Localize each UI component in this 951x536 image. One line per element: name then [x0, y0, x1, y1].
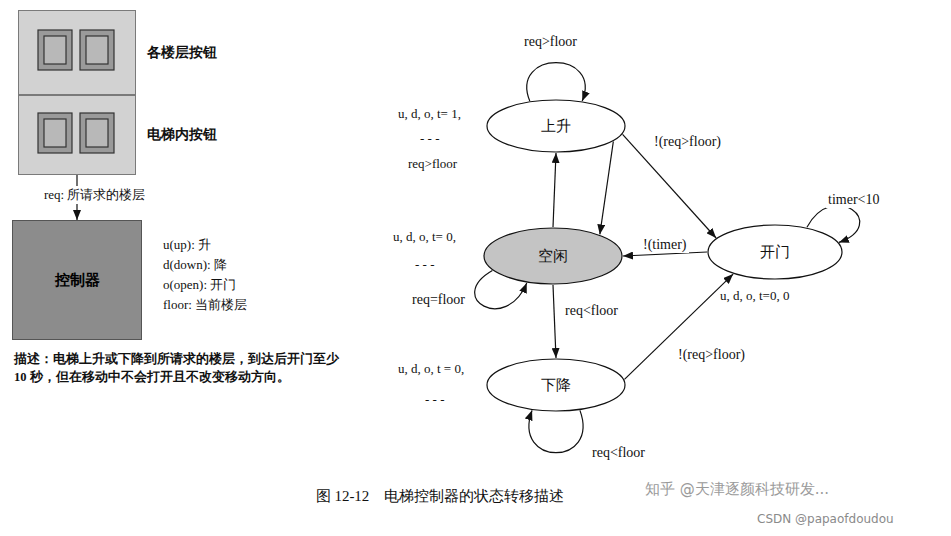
- annotation-text: - - -: [425, 392, 445, 408]
- annotation-text: u, d, o, t= 0,: [393, 229, 456, 245]
- node-text: 空闲: [538, 247, 568, 266]
- state-ellipse: 上升: [486, 99, 626, 153]
- watermark: 知乎 @天津逐颜科技研发...: [645, 480, 829, 499]
- controller-box: 控制器: [12, 220, 142, 340]
- annotation-text: o(open): 开门: [163, 276, 236, 294]
- annotation-text: u, d, o, t = 0,: [398, 361, 464, 377]
- button-panel: 电梯内按钮: [18, 95, 136, 175]
- button-symbol: [38, 30, 114, 153]
- state-outline: [708, 225, 842, 279]
- state-ellipse: 下降: [486, 358, 626, 412]
- annotation-text: u, d, o, t=0, 0: [720, 288, 789, 304]
- edge-label: req=floor: [410, 292, 467, 308]
- state-outline: [487, 359, 625, 411]
- annotation-text: floor: 当前楼层: [163, 296, 247, 314]
- panel-fill: [18, 10, 136, 95]
- transition-arrow: [600, 141, 614, 234]
- state-outline: [484, 228, 622, 284]
- watermark: CSDN @papaofdoudou: [757, 512, 894, 526]
- button-panel: 各楼层按钮: [18, 10, 136, 95]
- state-ellipse: 空闲: [483, 227, 623, 285]
- edge-label: timer<10: [826, 192, 881, 208]
- transition-arrow: [553, 153, 556, 227]
- annotation-text: - - -: [415, 257, 435, 273]
- annotation-text: d(down): 降: [163, 256, 227, 274]
- edge-label: !(req>floor): [676, 347, 747, 363]
- annotation-text: req>floor: [408, 156, 457, 172]
- edge-label: req<floor: [590, 445, 647, 461]
- edge-label: req>floor: [522, 34, 579, 50]
- edge-label: !(timer): [641, 237, 689, 253]
- state-outline: [487, 100, 625, 152]
- edge-label: req: 所请求的楼层: [42, 186, 147, 204]
- transition-arrow: [624, 274, 733, 379]
- panel-fill: [18, 95, 136, 175]
- edge-label: !(req>floor): [652, 134, 723, 150]
- annotation-text: - - -: [420, 131, 440, 147]
- self-loop-arrow: [529, 410, 583, 452]
- node-text: 控制器: [55, 271, 100, 290]
- annotation-text: u, d, o, t= 1,: [398, 106, 461, 122]
- annotation-text: 描述：电梯上升或下降到所请求的楼层，到达后开门至少 10 秒，但在移动中不会打开…: [14, 350, 339, 386]
- node-text: 下降: [541, 376, 571, 395]
- node-text: 开门: [760, 243, 790, 262]
- annotation-text: u(up): 升: [163, 236, 211, 254]
- state-ellipse: 开门: [707, 224, 843, 280]
- node-text: 各楼层按钮: [147, 44, 217, 62]
- node-text: 上升: [541, 117, 571, 136]
- node-text: 电梯内按钮: [147, 126, 217, 144]
- self-loop-arrow: [527, 63, 585, 101]
- transition-arrow: [553, 285, 556, 358]
- figure-caption: 图 12-12 电梯控制器的状态转移描述: [316, 487, 565, 506]
- edge-label: req<floor: [563, 303, 620, 319]
